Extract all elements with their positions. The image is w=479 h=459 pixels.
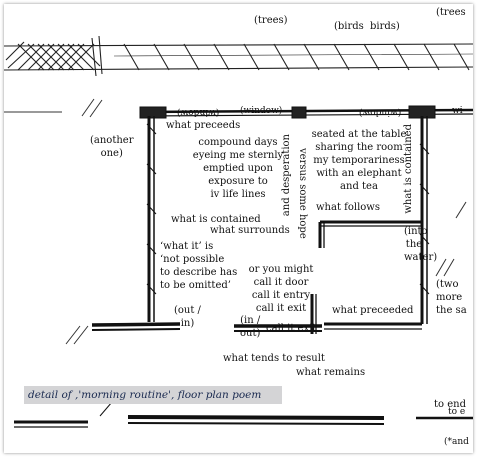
what-tends-to-result: what tends to result [223, 353, 325, 364]
two-more-label: (two more the sa [436, 279, 467, 316]
what-follows: what follows [316, 202, 380, 213]
and-note-label: (*and [444, 437, 469, 447]
to-e-label: to e [448, 407, 466, 417]
to-end-label: to end [434, 399, 466, 410]
what-preceeded: what preceeded [332, 305, 414, 316]
what-is-contained-vertical: what is contained [403, 124, 414, 214]
floor-plan-sketch [4, 35, 473, 428]
figure-caption: detail of ,'morning routine', floor plan… [24, 386, 282, 404]
room-top-wall [139, 105, 473, 119]
room-left-wall [146, 116, 157, 322]
birds-close-label: birds) [370, 21, 400, 32]
poem-page: (trees) (birds birds) (trees (window) (w… [4, 4, 473, 453]
trees-right-label: (trees [436, 7, 466, 18]
inner-partition [310, 220, 422, 334]
room-bottom-wall [91, 322, 322, 332]
what-remains: what remains [296, 367, 366, 378]
stanza-two: seated at the table sharing the room my … [311, 129, 407, 192]
what-it-is-stanza: ‘what it’ is ‘not possible to describe h… [160, 241, 238, 291]
versus-some-hope-vertical: versus some hope [297, 148, 308, 239]
window-edge: wi [452, 106, 463, 116]
another-one-label: (another one) [90, 135, 134, 159]
what-is-contained: what is contained [171, 214, 261, 225]
in-out-label: (in / out) [240, 315, 261, 339]
top-wall-band [4, 35, 473, 77]
stanza-one: compound days eyeing me sternly emptied … [192, 137, 284, 200]
lower-walls [14, 401, 473, 428]
window-right: (window) [359, 107, 402, 117]
window-left: (window) [177, 107, 220, 117]
call-it-exit-second: call it exit [266, 323, 317, 334]
and-desperation-vertical: and desperation [281, 134, 292, 217]
room-right-wall [419, 116, 430, 324]
trees-label: (trees) [254, 15, 288, 26]
door-stanza: or you might call it door call it entry … [248, 264, 314, 314]
what-surrounds: what surrounds [210, 225, 290, 236]
what-preceeds: what preceeds [166, 120, 241, 131]
into-the-water-label: (into the water) [404, 226, 438, 263]
out-in-label: (out / in) [174, 305, 201, 329]
birds-label: (birds [334, 21, 364, 32]
window-middle: (window) [240, 106, 283, 116]
